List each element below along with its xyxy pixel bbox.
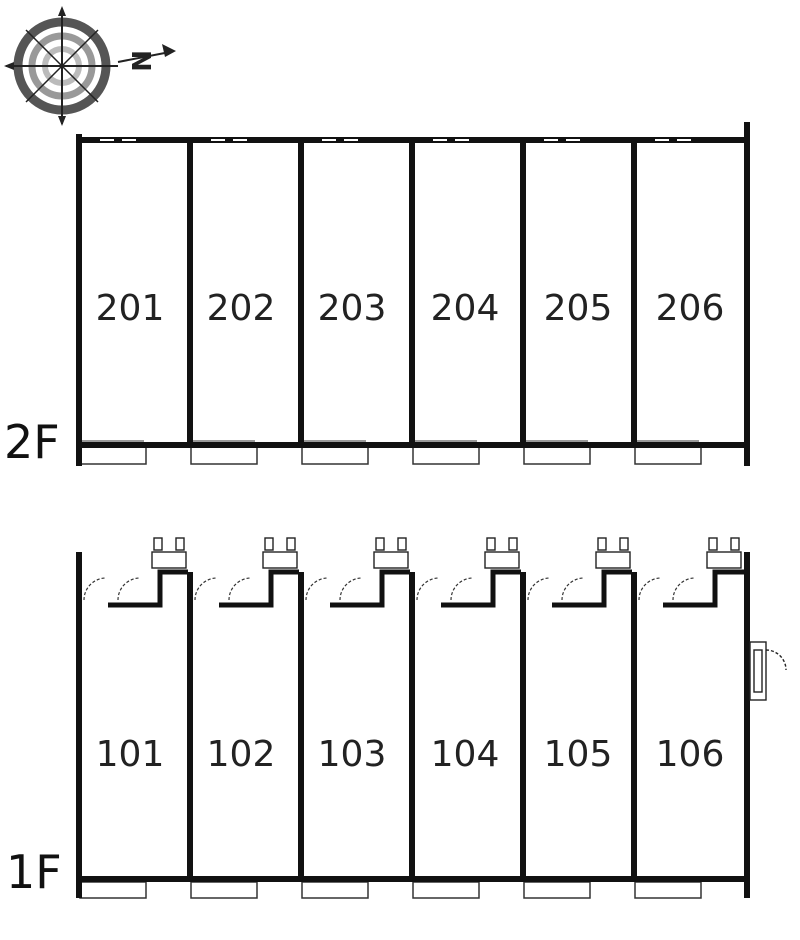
- unit-label-101: 101: [96, 734, 165, 775]
- north-label: N: [125, 50, 155, 72]
- unit-label-201: 201: [96, 288, 165, 329]
- unit-label-103: 103: [318, 734, 387, 775]
- unit-label-203: 203: [318, 288, 387, 329]
- compass-rose-icon: N: [4, 6, 176, 126]
- unit-label-204: 204: [431, 288, 500, 329]
- unit-label-104: 104: [431, 734, 500, 775]
- unit-label-102: 102: [207, 734, 276, 775]
- unit-label-205: 205: [544, 288, 613, 329]
- unit-label-106: 106: [656, 734, 725, 775]
- side-door-fixture: [749, 641, 787, 701]
- unit-label-206: 206: [656, 288, 725, 329]
- floor-label-1f: 1F: [6, 845, 62, 899]
- floor-2-plan: 201 202 203 204 205 206 2F: [4, 122, 750, 469]
- unit-label-105: 105: [544, 734, 613, 775]
- floor-1-plan: 101 102 103 104 105 106 1F: [6, 537, 787, 899]
- unit-label-202: 202: [207, 288, 276, 329]
- floor-label-2f: 2F: [4, 415, 60, 469]
